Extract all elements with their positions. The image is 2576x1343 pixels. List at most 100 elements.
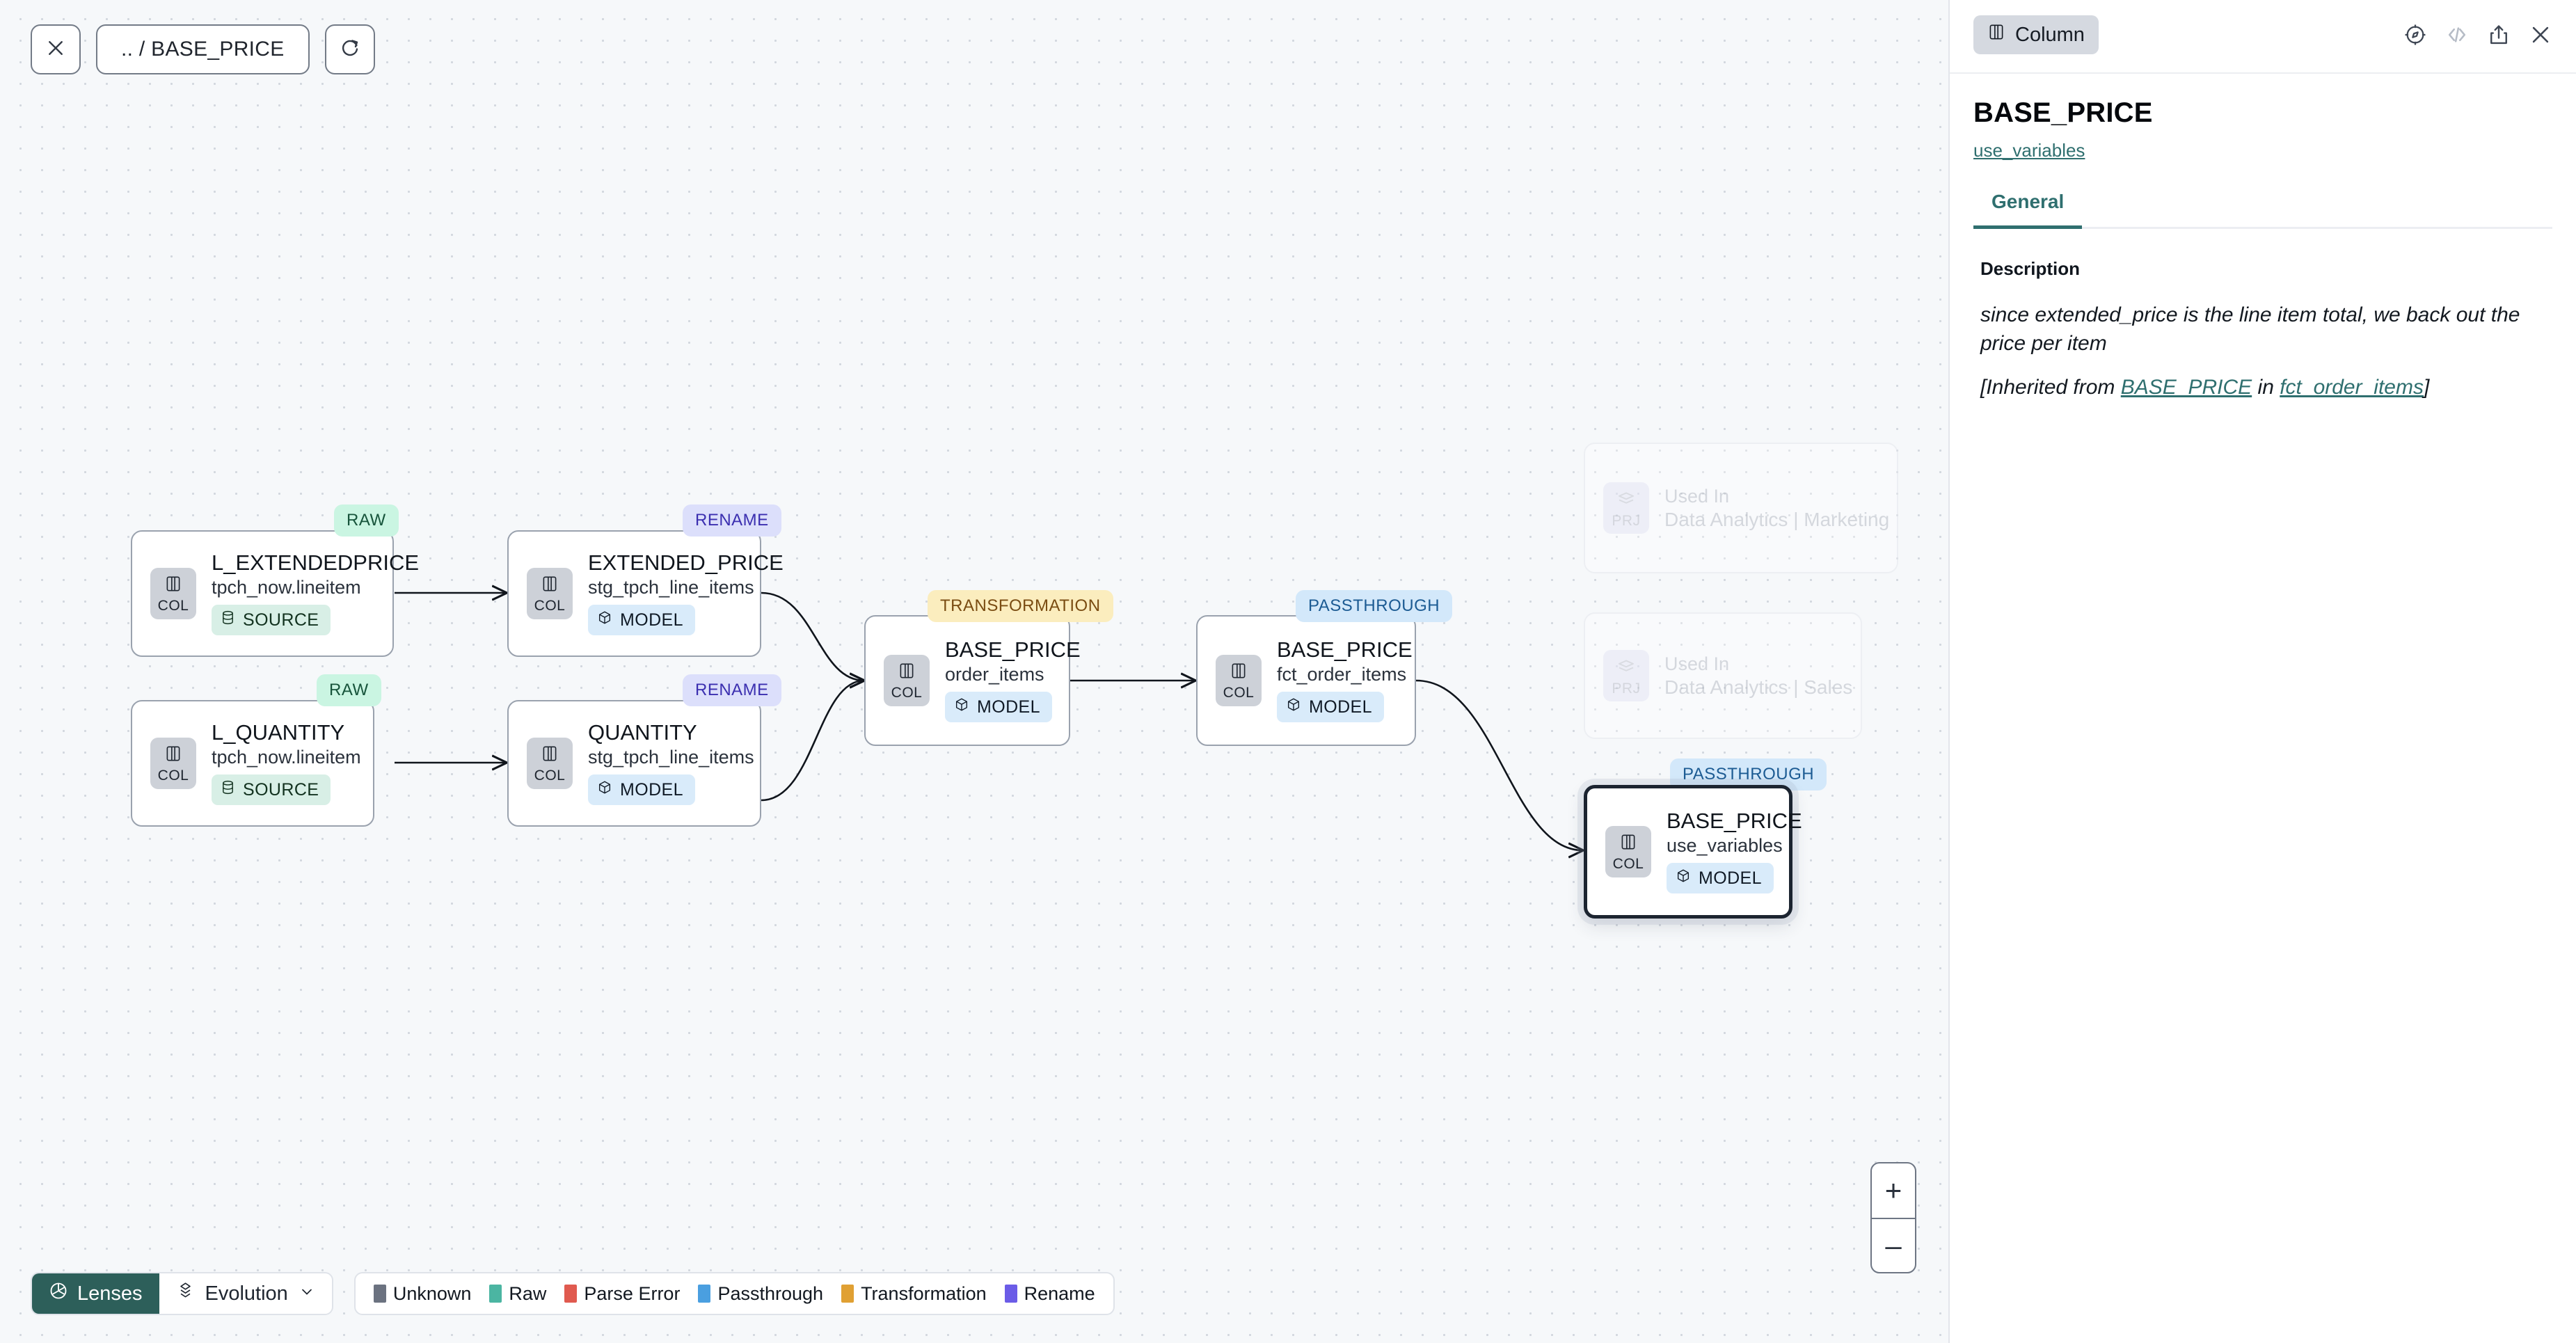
breadcrumb: use_variables [1973,140,2552,161]
refresh-icon [340,38,360,62]
node-kind-badge: COL [527,738,573,789]
node-kind-label: PRJ [1612,681,1641,697]
entity-kind-label: Column [2015,23,2085,46]
inherited-column-link[interactable]: BASE_PRICE [2120,376,2252,399]
inherited-model-link[interactable]: fct_order_items [2280,376,2424,399]
description-inherited-note: [Inherited from BASE_PRICE in fct_order_… [1980,376,2545,399]
close-graph-button[interactable] [31,24,81,74]
lineage-node-l-extendedprice[interactable]: COL L_EXTENDEDPRICE tpch_now.lineitem SO… [131,530,419,657]
column-icon [1230,661,1248,684]
node-pill-model: MODEL [945,692,1052,723]
share-icon[interactable] [2487,23,2511,47]
node-tag-passthrough-1: PASSTHROUGH [1296,590,1453,622]
node-kind-badge: COL [150,568,196,619]
details-panel-tabs: General [1973,191,2552,229]
lineage-node-quantity[interactable]: COL QUANTITY stg_tpch_line_items MODEL [507,700,761,827]
node-kind-badge: PRJ [1603,482,1649,534]
column-icon [164,574,182,597]
ghost-node-used-in-sales[interactable]: PRJ Used In Data Analytics | Sales [1584,612,1862,739]
column-icon [1987,22,2005,47]
lineage-node-l-quantity[interactable]: COL L_QUANTITY tpch_now.lineitem SOURCE [131,700,374,827]
node-pill-label: MODEL [620,610,683,630]
aperture-icon [49,1281,68,1306]
node-pill-model: MODEL [588,774,695,806]
node-tag-rename-2: RENAME [683,674,781,706]
close-icon [45,38,66,62]
breadcrumb-path-button[interactable]: .. / BASE_PRICE [96,24,310,74]
node-title: L_QUANTITY [212,720,345,745]
lineage-node-base-price-use-variables[interactable]: COL BASE_PRICE use_variables MODEL [1584,785,1802,919]
legend-swatch [698,1285,711,1303]
legend-label: Rename [1024,1282,1095,1304]
inherited-prefix: [Inherited from [1980,376,2121,399]
zoom-out-button[interactable]: – [1872,1218,1915,1272]
node-body: L_EXTENDEDPRICE tpch_now.lineitem SOURCE [212,551,419,636]
refresh-button[interactable] [324,24,375,74]
node-pill-label: MODEL [1699,868,1762,888]
node-body: EXTENDED_PRICE stg_tpch_line_items MODEL [588,551,784,636]
node-title: BASE_PRICE [945,637,1081,662]
node-kind-badge: COL [1605,826,1651,877]
details-panel-actions [2403,23,2552,47]
node-title: BASE_PRICE [1277,637,1413,662]
explore-icon[interactable] [2403,23,2427,47]
zoom-controls: + – [1870,1162,1916,1273]
node-subtitle: stg_tpch_line_items [588,747,754,768]
node-body: BASE_PRICE use_variables MODEL [1667,809,1802,894]
node-kind-label: COL [534,768,566,784]
edge-fct-to-usevariables [1415,679,1583,850]
breadcrumb-link-use-variables[interactable]: use_variables [1973,140,2085,161]
zoom-in-button[interactable]: + [1884,1174,1902,1207]
cube-icon [1286,697,1301,717]
node-body: BASE_PRICE fct_order_items MODEL [1277,637,1413,723]
node-pill-label: MODEL [1309,697,1372,717]
node-body: QUANTITY stg_tpch_line_items MODEL [588,720,754,806]
legend-item-passthrough: Passthrough [698,1283,823,1305]
lenses-label: Lenses [77,1282,143,1305]
canvas-top-toolbar: .. / BASE_PRICE [31,24,375,74]
description-section: Description since extended_price is the … [1950,229,2576,399]
tab-general[interactable]: General [1973,191,2083,229]
evolution-dropdown[interactable]: Evolution [159,1273,332,1314]
project-icon [1616,655,1637,680]
node-subtitle: order_items [945,664,1044,685]
node-subtitle: tpch_now.lineitem [212,747,361,768]
node-kind-label: COL [157,598,189,614]
lenses-button[interactable]: Lenses [32,1273,159,1314]
legend-item-parse-error: Parse Error [564,1283,680,1305]
legend-label: Parse Error [584,1282,681,1304]
node-kind-badge: PRJ [1603,650,1649,701]
legend-swatch [373,1285,386,1303]
lineage-node-base-price-order-items[interactable]: COL BASE_PRICE order_items MODEL [864,615,1081,746]
lineage-canvas[interactable]: .. / BASE_PRICE PRJ Used In Data Analyti… [0,0,1948,1343]
ghost-node-used-in-marketing[interactable]: PRJ Used In Data Analytics | Marketing [1584,443,1898,573]
cube-icon [954,697,969,717]
node-kind-badge: COL [884,655,930,706]
node-pill-model: MODEL [1667,863,1774,894]
node-pill-label: MODEL [977,697,1040,717]
legend-label: Raw [509,1282,547,1304]
code-icon[interactable] [2445,23,2469,47]
legend-label: Unknown [392,1282,472,1304]
legend-item-unknown: Unknown [373,1282,472,1305]
node-kind-badge: COL [150,738,196,789]
node-title: QUANTITY [588,720,697,745]
database-icon [221,779,235,800]
ghost-node-body: Used In Data Analytics | Marketing [1664,486,1889,530]
inherited-suffix: ] [2423,376,2430,399]
lineage-legend: Unknown Raw Parse Error Passthrough Tran… [353,1272,1115,1315]
cube-icon [597,779,612,800]
close-icon[interactable] [2529,23,2552,47]
entity-kind-badge[interactable]: Column [1973,15,2099,54]
cube-icon [1676,868,1691,889]
node-pill-label: SOURCE [243,610,319,630]
inherited-middle: in [2252,376,2280,399]
node-subtitle: use_variables [1667,835,1783,857]
node-tag-raw-1: RAW [334,504,399,537]
ghost-node-subtitle: Data Analytics | Sales [1664,676,1853,698]
details-panel-main: BASE_PRICE use_variables General [1950,74,2576,229]
lineage-node-extended-price[interactable]: COL EXTENDED_PRICE stg_tpch_line_items M… [507,530,784,657]
edge-extprice-to-baseprice [761,591,864,681]
lineage-node-base-price-fct-order-items[interactable]: COL BASE_PRICE fct_order_items MODEL [1196,615,1416,746]
details-panel: Column BASE_PRICE use_variables [1948,0,2576,1343]
